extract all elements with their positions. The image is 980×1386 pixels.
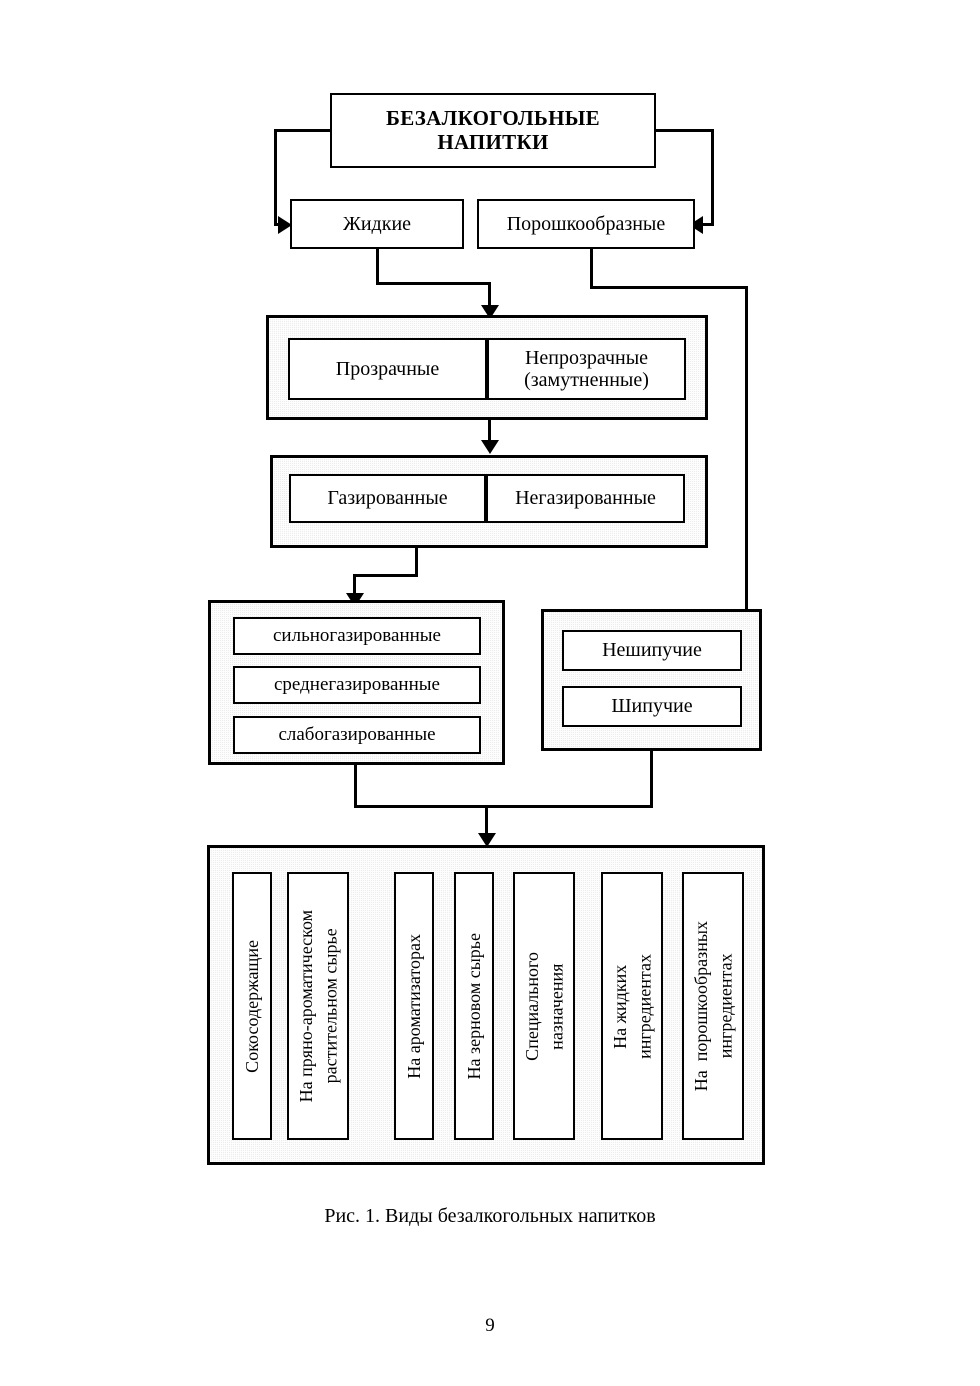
arrow-into-carbonation-group [481,440,499,454]
connector-merge-drop [485,805,488,841]
connector-liquid-h [376,282,491,285]
node-grain-raw: На зерновом сырье [454,872,494,1140]
page-number: 9 [485,1315,495,1336]
node-sparkling: Шипучие [562,686,742,727]
node-opaque-line1: Непрозрачные [524,346,649,369]
node-grain-raw-label: На зерновом сырье [463,932,484,1080]
node-liquid-ingredients: На жидких ингредиентах [601,872,663,1140]
connector-root-right-h [654,129,714,132]
connector-powder-v1 [590,247,593,289]
connector-root-left-h [274,129,332,132]
connector-liquid-v2 [488,282,491,312]
node-special-purpose-label: Специального назначения [521,951,566,1061]
connector-powder-h1 [590,286,748,289]
connector-merge-left-v [354,763,357,807]
node-spicy-aromatic-plant-raw: На пряно-ароматическом растительном сырь… [287,872,349,1140]
node-juice-containing: Сокосодержащие [232,872,272,1140]
node-spicy-aromatic-plant-raw-label: На пряно-ароматическом растительном сырь… [295,909,340,1103]
node-transparent-label: Прозрачные [335,357,440,380]
node-liquid-label: Жидкие [342,212,412,235]
node-liquid: Жидкие [290,199,464,249]
node-still: Негазированные [486,474,685,523]
connector-root-left-v [274,129,277,225]
node-still-label: Негазированные [515,487,656,510]
node-root: БЕЗАЛКОГОЛЬНЫЕ НАПИТКИ [330,93,656,168]
figure-caption: Рис. 1. Виды безалкогольных напитков [324,1205,656,1227]
node-highly-carbonated: сильногазированные [233,617,481,655]
node-low-carbonated: слабогазированные [233,716,481,754]
node-medium-carbonated: среднегазированные [233,666,481,704]
node-liquid-ingredients-label: На жидких ингредиентах [609,953,654,1059]
connector-liquid-v1 [376,247,379,285]
node-flavourings-label: На ароматизаторах [403,933,424,1079]
node-low-carbonated-label: слабогазированные [278,724,436,746]
connector-carb-h [353,574,418,577]
node-transparent: Прозрачные [288,338,487,400]
node-juice-containing-label: Сокосодержащие [241,939,262,1073]
node-medium-carbonated-label: среднегазированные [274,674,440,696]
node-sparkling-label: Шипучие [611,695,693,718]
node-opaque: Непрозрачные (замутненные) [487,338,686,400]
connector-merge-right-v [650,749,653,807]
node-carbonated: Газированные [289,474,486,523]
node-flavourings: На ароматизаторах [394,872,434,1140]
node-root-line1: БЕЗАЛКОГОЛЬНЫЕ [386,105,600,130]
connector-root-right-v [711,129,714,225]
connector-carb-v1 [415,547,418,577]
node-opaque-line2: (замутненные) [524,369,649,391]
node-highly-carbonated-label: сильногазированные [272,625,441,647]
node-powder-ingredients: На порошкообразных ингредиентах [682,872,744,1140]
connector-root-right-h2 [700,223,714,226]
connector-clarity-to-carbonation [488,419,491,446]
node-root-line2: НАПИТКИ [437,129,549,154]
node-powder: Порошкообразные [477,199,695,249]
node-non-sparkling: Нешипучие [562,630,742,671]
node-non-sparkling-label: Нешипучие [602,639,702,662]
arrow-into-liquid [278,216,292,234]
node-special-purpose: Специального назначения [513,872,575,1140]
arrow-into-classification-group [478,833,496,847]
connector-powder-rail [745,286,748,646]
connector-merge-bar [354,805,653,808]
node-powder-ingredients-label: На порошкообразных ингредиентах [690,920,735,1092]
node-carbonated-label: Газированные [327,487,448,510]
node-powder-label: Порошкообразные [506,212,666,235]
connector-carb-v2 [353,574,356,600]
